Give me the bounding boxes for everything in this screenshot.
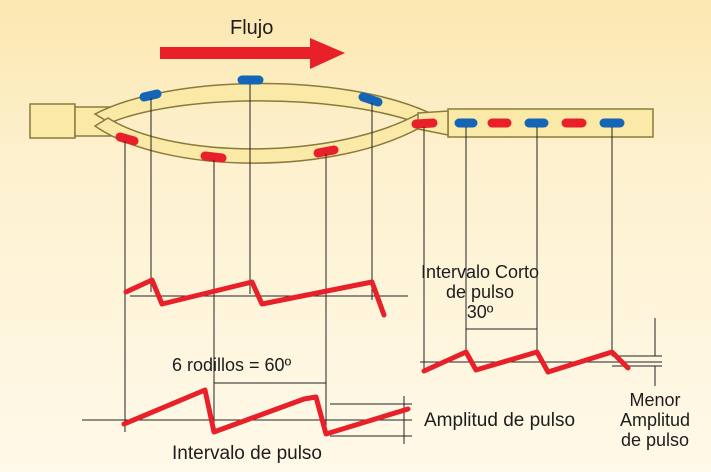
flow-label: Flujo bbox=[230, 17, 274, 39]
short-interval-line2: de pulso bbox=[445, 282, 515, 302]
roller-blue bbox=[139, 89, 162, 102]
lower-amplitude-line3: de pulso bbox=[620, 430, 690, 450]
pulse-wave-upper bbox=[123, 277, 387, 318]
roller-red bbox=[115, 132, 139, 146]
dimension-markers bbox=[213, 318, 656, 444]
short-interval-line1: Intervalo Corto bbox=[420, 262, 540, 282]
projection-lines bbox=[124, 84, 613, 434]
roller-red bbox=[200, 151, 227, 163]
lower-amplitude-line1: Menor bbox=[629, 390, 681, 410]
pulse-wave-right bbox=[421, 349, 631, 375]
flow-arrow-icon bbox=[160, 38, 345, 69]
short-angle-label: 30º bbox=[466, 302, 494, 322]
pulse-interval-label: Intervalo de pulso bbox=[172, 443, 322, 464]
tube-assembly bbox=[29, 82, 654, 164]
pulse-amplitude-label: Amplitud de pulso bbox=[424, 410, 576, 431]
lower-amplitude-line2: Amplitud bbox=[619, 410, 691, 430]
lower-channel bbox=[93, 112, 430, 164]
roller-blue bbox=[358, 92, 383, 107]
inlet-block bbox=[29, 103, 76, 139]
rollers-label: 6 rodillos = 60º bbox=[172, 355, 292, 375]
roller-red bbox=[313, 145, 339, 158]
roller-red bbox=[411, 118, 438, 129]
short-interval-label: Intervalo Corto de pulso 30º bbox=[400, 262, 560, 322]
roller-markers bbox=[115, 75, 625, 163]
lower-amplitude-label: Menor Amplitud de pulso bbox=[600, 390, 710, 450]
pulse-waves bbox=[121, 277, 631, 437]
pulse-wave-lower bbox=[121, 387, 411, 437]
